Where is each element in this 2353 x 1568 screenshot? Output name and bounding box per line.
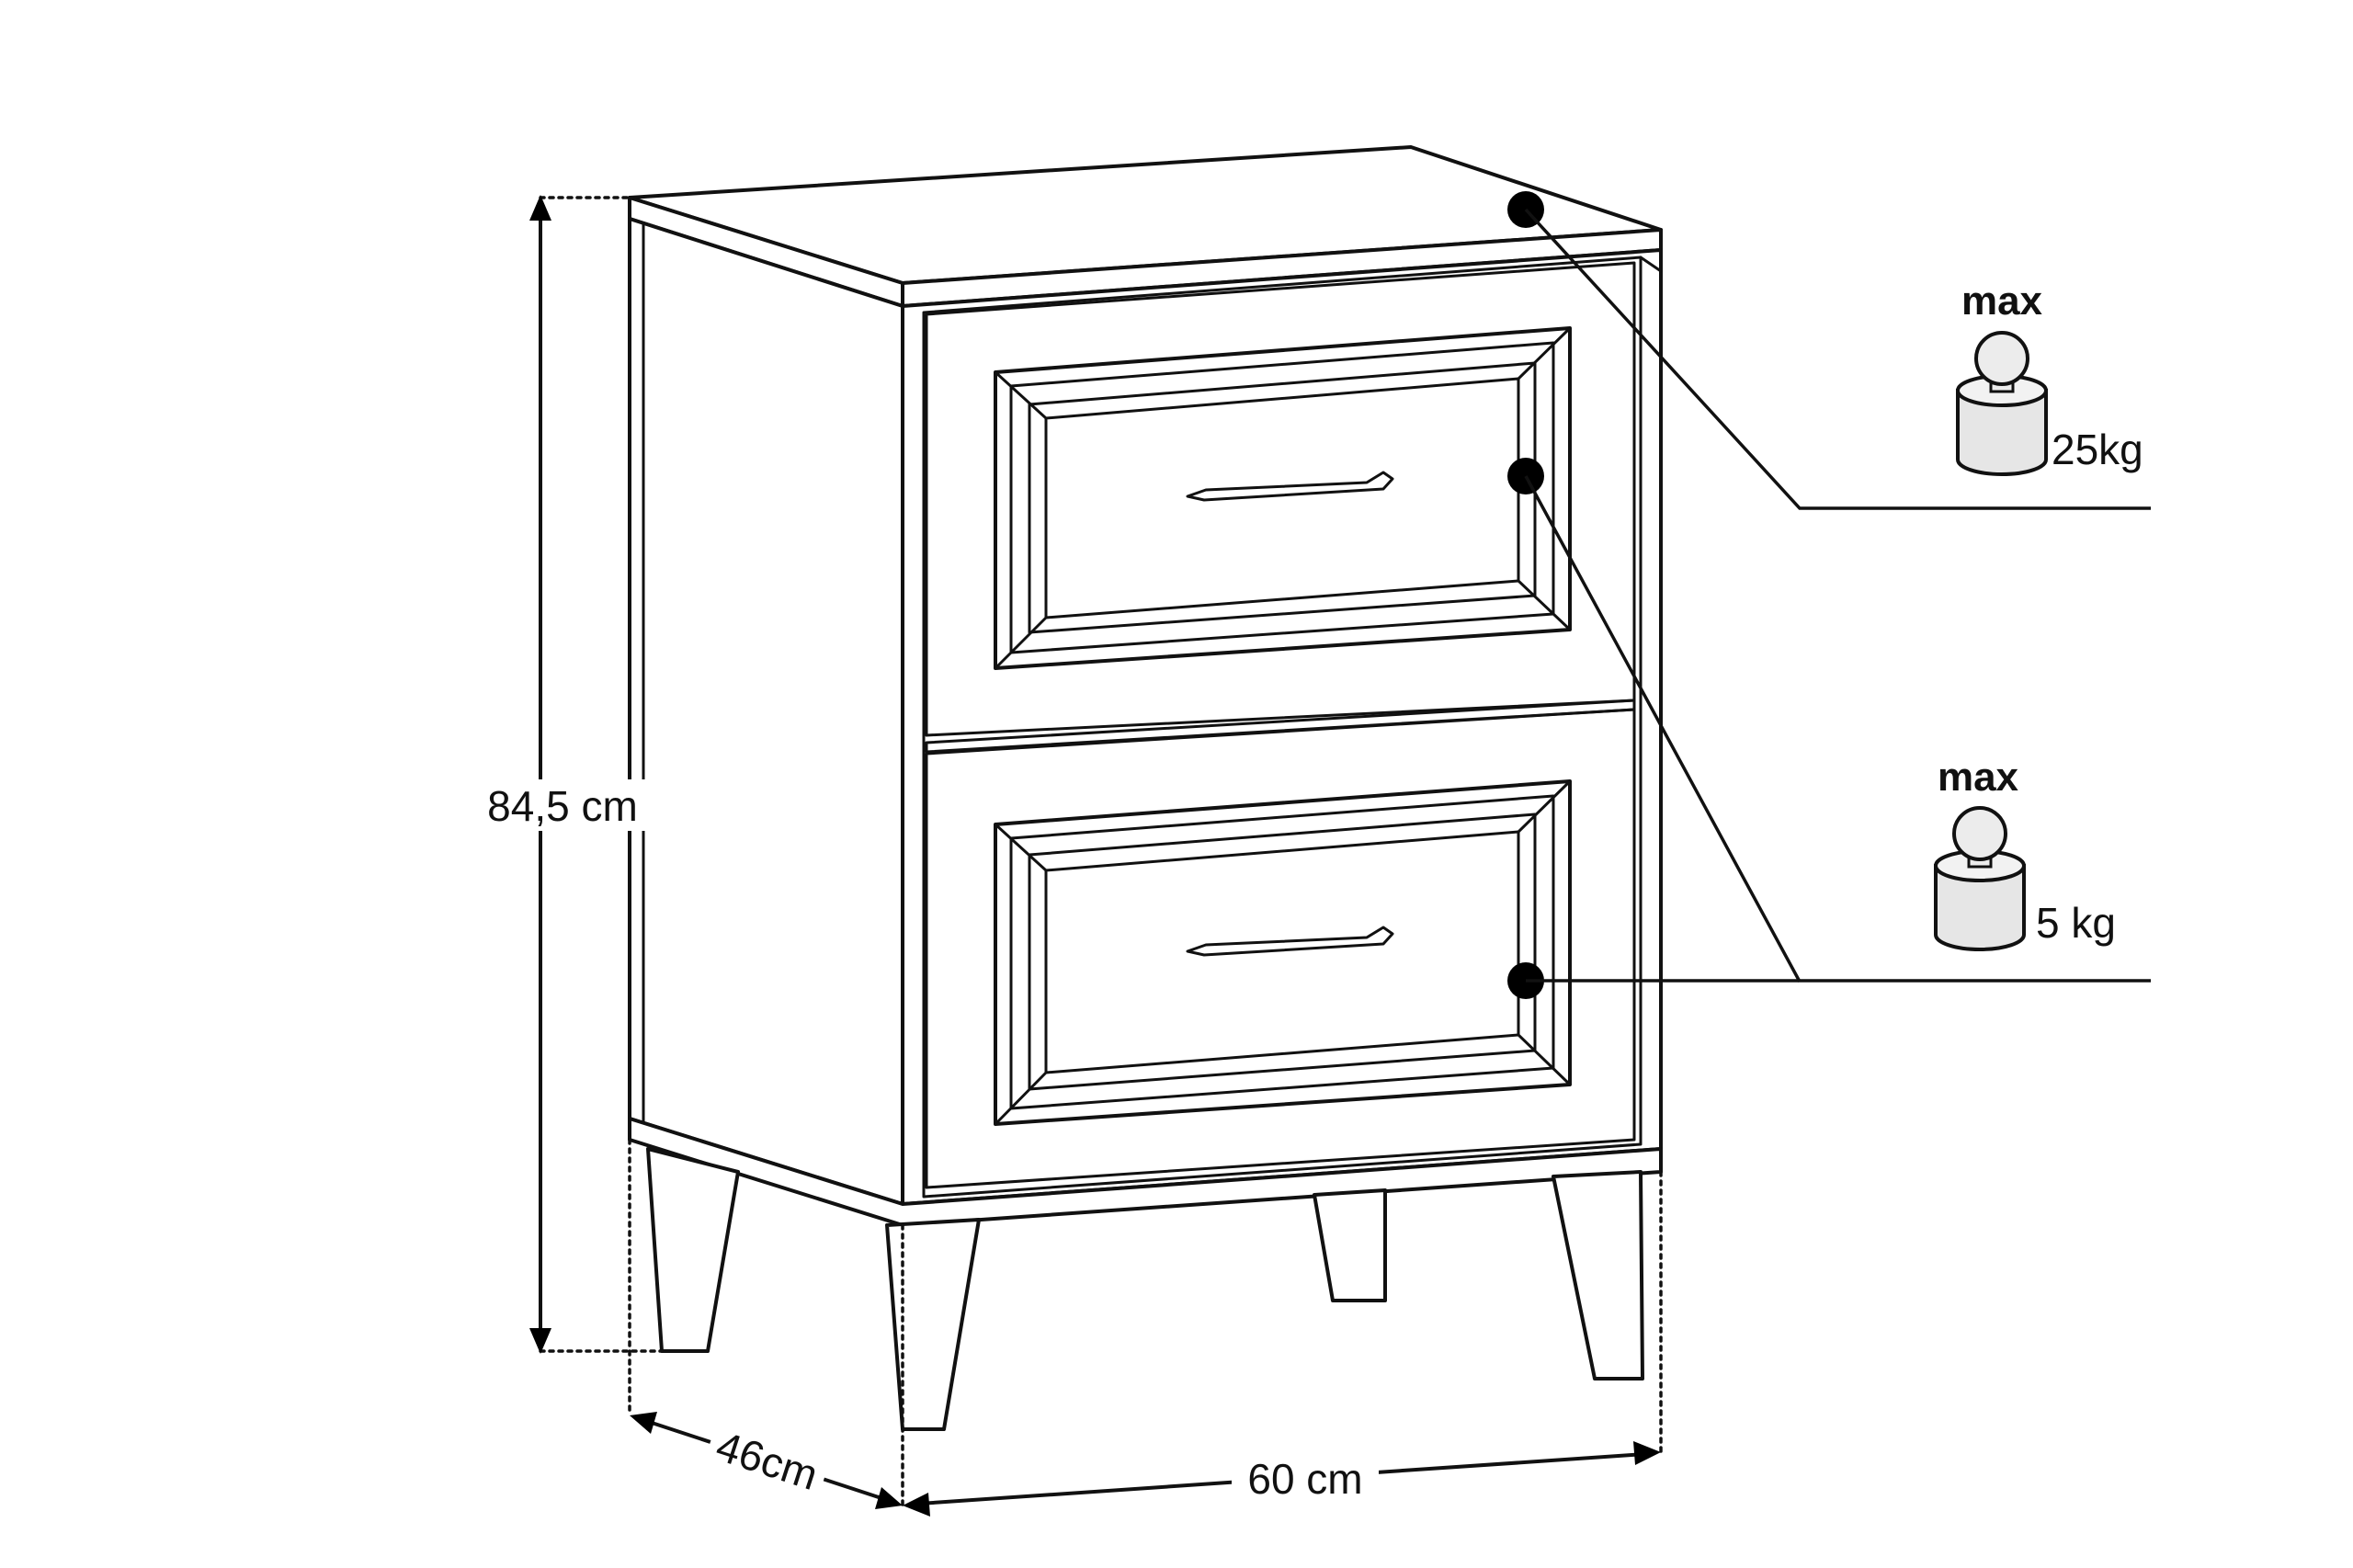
nightstand-drawing — [628, 145, 1663, 1431]
height-label: 84,5 cm — [487, 782, 638, 830]
leg-front-left — [885, 1218, 981, 1431]
load-callout-drawers — [1507, 458, 2151, 999]
lower-drawer — [925, 708, 1636, 1189]
weight-icon-5kg: max 5 kg — [1934, 755, 2116, 951]
cabinet-side-panel — [628, 217, 904, 1206]
leg-back-right — [1313, 1188, 1387, 1302]
weight-icon-25kg: max 25kg — [1956, 278, 2143, 476]
upper-drawer-handle — [1186, 471, 1394, 502]
dimension-height — [529, 195, 664, 1354]
max-label-drawer: max — [1938, 755, 2019, 800]
load-callout-top — [1507, 191, 2151, 510]
width-label: 60 cm — [1247, 1455, 1362, 1503]
lower-drawer-handle — [1186, 926, 1394, 957]
max-label-top: max — [1961, 278, 2043, 324]
weight-label-top: 25kg — [2052, 426, 2143, 473]
upper-drawer — [925, 261, 1636, 737]
leg-back-left — [646, 1147, 740, 1353]
weight-label-drawer: 5 kg — [2036, 899, 2116, 947]
leg-front-right — [1552, 1170, 1644, 1381]
